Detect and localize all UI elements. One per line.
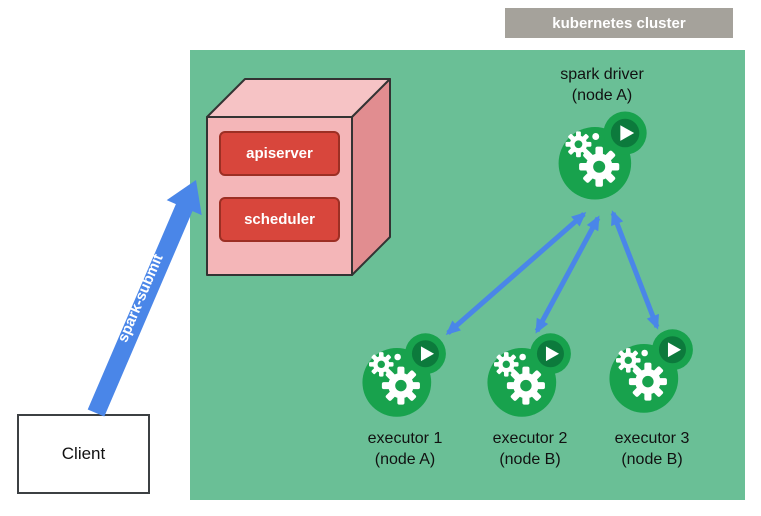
executor-1-label: executor 1 (node A): [340, 428, 470, 470]
spark-submit-label: spark-submit: [114, 252, 166, 345]
executor-3-node: (node B): [621, 451, 683, 468]
executor-3-icon: [607, 326, 697, 416]
executor-3-title: executor 3: [614, 430, 690, 447]
spark-driver-label: spark driver (node A): [527, 64, 677, 106]
spark-submit-arrow: [87, 180, 202, 417]
client-box: Client: [17, 414, 150, 494]
executor-3-label: executor 3 (node B): [587, 428, 717, 470]
spark-driver-icon: [556, 108, 651, 203]
executor-1-node: (node A): [374, 451, 436, 468]
executor-1-icon: [360, 330, 450, 420]
spark-driver-node: (node A): [571, 87, 633, 104]
client-label: Client: [61, 444, 106, 463]
kubernetes-cluster-label: kubernetes cluster: [505, 8, 733, 38]
executor-1-title: executor 1: [367, 430, 443, 447]
scheduler-box: scheduler: [219, 197, 340, 242]
executor-2-label: executor 2 (node B): [465, 428, 595, 470]
spark-driver-title: spark driver: [560, 66, 644, 83]
executor-2-icon: [485, 330, 575, 420]
executor-2-title: executor 2: [492, 430, 568, 447]
control-plane-cube: [206, 78, 391, 276]
apiserver-box: apiserver: [219, 131, 340, 176]
executor-2-node: (node B): [499, 451, 561, 468]
